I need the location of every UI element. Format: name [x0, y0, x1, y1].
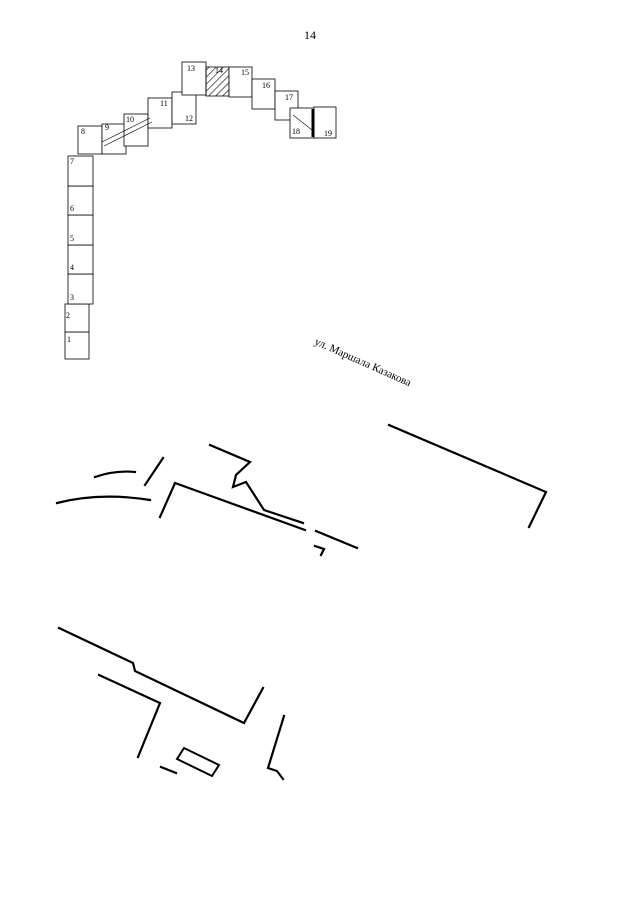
plot-connectors: [101, 114, 313, 147]
road-edge-jog: [143, 456, 165, 487]
plot-labels: 1 2 3 4 5 6 7 8 9 10 11 12 13 14 15 16 1…: [66, 64, 332, 344]
plot-label-4: 4: [70, 263, 74, 272]
plot-label-5: 5: [70, 234, 74, 243]
plots-group: [64, 61, 337, 360]
building-outline-a: [158, 481, 307, 532]
building-outline-d: [57, 626, 265, 725]
plot-label-18: 18: [292, 127, 300, 136]
plot-label-9: 9: [105, 123, 109, 132]
street-corner-mark: [313, 544, 326, 557]
street-label: ул. Маршала Казакова: [313, 336, 413, 389]
street-edge-short: [314, 529, 359, 550]
plot-6[interactable]: [67, 185, 94, 216]
plot-label-17: 17: [285, 93, 293, 102]
plot-label-3: 3: [70, 293, 74, 302]
building-outline-f: [266, 714, 286, 781]
plot-18[interactable]: [289, 107, 315, 139]
plot-label-2: 2: [66, 311, 70, 320]
plot-8[interactable]: [77, 125, 103, 155]
plot-label-13: 13: [187, 64, 195, 73]
plot-3[interactable]: [67, 273, 94, 305]
road-edge-curve-upper: [93, 470, 137, 479]
plot-13[interactable]: [181, 61, 207, 96]
plot-label-14: 14: [215, 66, 223, 75]
road-edge-short: [159, 765, 178, 775]
plot-label-8: 8: [81, 127, 85, 136]
plot-label-1: 1: [67, 335, 71, 344]
plot-label-6: 6: [70, 204, 74, 213]
plot-label-15: 15: [241, 68, 249, 77]
road-edge-curve-lower: [55, 495, 152, 505]
plot-9[interactable]: [101, 123, 127, 155]
building-outline-e: [97, 673, 162, 759]
plot-label-7: 7: [70, 157, 74, 166]
building-outline-c: [387, 423, 548, 529]
page-number: 14: [304, 28, 316, 42]
plot-label-19: 19: [324, 129, 332, 138]
plot-label-12: 12: [185, 114, 193, 123]
small-structure: [175, 746, 221, 778]
plot-7[interactable]: [67, 155, 94, 187]
plot-label-16: 16: [262, 81, 270, 90]
road-outlines-lower: [57, 626, 286, 781]
building-outline-b: [208, 443, 305, 525]
plot-12[interactable]: [171, 91, 197, 125]
plot-label-10: 10: [126, 115, 134, 124]
plot-11[interactable]: [147, 97, 173, 129]
road-outlines-upper: [55, 423, 548, 557]
plot-label-11: 11: [160, 99, 168, 108]
plot-4[interactable]: [67, 244, 94, 275]
